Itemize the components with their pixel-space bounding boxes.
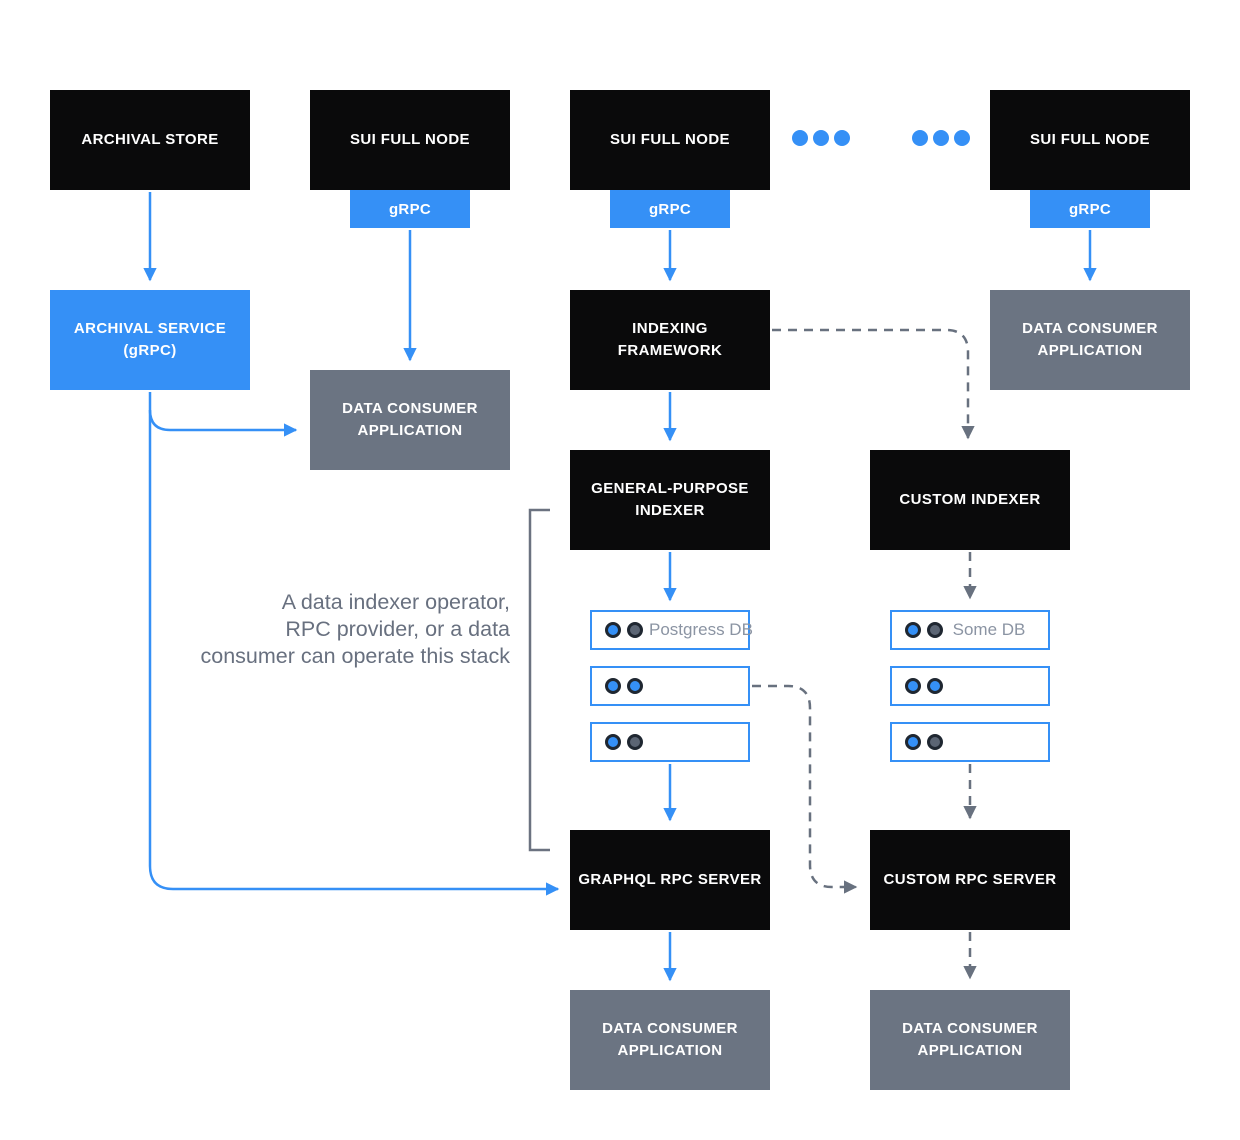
- db-dot: [905, 734, 921, 750]
- node-label: DATA CONSUMER APPLICATION: [602, 1020, 738, 1059]
- arrow-archival-service-to-graphql-server: [148, 392, 560, 896]
- ellipsis-dot: [813, 130, 829, 146]
- node-sui-full-node-2: SUI FULL NODE: [570, 90, 770, 190]
- node-label: ARCHIVAL SERVICE (gRPC): [73, 320, 227, 359]
- node-label: GENERAL-PURPOSE INDEXER: [591, 480, 749, 519]
- node-data-consumer-bottom-right: DATA CONSUMER APPLICATION: [870, 990, 1070, 1090]
- node-general-purpose-indexer: GENERAL-PURPOSE INDEXER: [570, 450, 770, 550]
- node-label: DATA CONSUMER APPLICATION: [342, 400, 478, 439]
- db-dot: [627, 678, 643, 694]
- node-label: SUI FULL NODE: [350, 131, 470, 149]
- ellipsis-dot: [792, 130, 808, 146]
- ellipsis-dot: [954, 130, 970, 146]
- node-graphql-rpc-server: GRAPHQL RPC SERVER: [570, 830, 770, 930]
- db-dot: [927, 734, 943, 750]
- ellipsis-dot: [912, 130, 928, 146]
- ellipsis-dot: [834, 130, 850, 146]
- node-data-consumer-right: DATA CONSUMER APPLICATION: [990, 290, 1190, 390]
- db-box-middle-3: [590, 722, 750, 762]
- db-dot: [605, 734, 621, 750]
- db-dot: [605, 678, 621, 694]
- annotation-line: RPC provider, or a data: [285, 617, 510, 641]
- stack-annotation: A data indexer operator, RPC provider, o…: [168, 589, 510, 670]
- node-sui-full-node-1: SUI FULL NODE: [310, 90, 510, 190]
- db-label: Some DB: [952, 620, 1026, 639]
- node-label: CUSTOM INDEXER: [899, 491, 1041, 509]
- node-label: SUI FULL NODE: [610, 131, 730, 149]
- node-label: DATA CONSUMER APPLICATION: [1022, 320, 1158, 359]
- db-dot: [927, 622, 943, 638]
- db-box-postgress: Postgress DB: [590, 610, 753, 650]
- stack-bracket: [528, 508, 550, 852]
- node-label: ARCHIVAL STORE: [81, 131, 219, 149]
- ellipsis-dot: [933, 130, 949, 146]
- db-box-middle-2: [590, 666, 750, 706]
- db-dot: [605, 622, 621, 638]
- node-archival-service: ARCHIVAL SERVICE (gRPC): [50, 290, 250, 390]
- grpc-label: gRPC: [648, 200, 692, 218]
- node-custom-rpc-server: CUSTOM RPC SERVER: [870, 830, 1070, 930]
- db-box-right-3: [890, 722, 1050, 762]
- db-label: Postgress DB: [649, 620, 753, 639]
- annotation-line: A data indexer operator,: [281, 590, 510, 614]
- node-label: DATA CONSUMER APPLICATION: [902, 1020, 1038, 1059]
- db-dot: [927, 678, 943, 694]
- node-label: GRAPHQL RPC SERVER: [578, 871, 762, 889]
- node-data-consumer-bottom-mid: DATA CONSUMER APPLICATION: [570, 990, 770, 1090]
- db-dot: [627, 622, 643, 638]
- dashed-arrow-db-to-custom-rpc-server-side: [752, 684, 858, 894]
- node-custom-indexer: CUSTOM INDEXER: [870, 450, 1070, 550]
- db-dot: [905, 622, 921, 638]
- db-dot: [905, 678, 921, 694]
- node-sui-full-node-3: SUI FULL NODE: [990, 90, 1190, 190]
- node-label: INDEXING FRAMEWORK: [617, 320, 723, 359]
- dashed-arrow-indexing-framework-to-custom-indexer: [772, 328, 975, 440]
- annotation-line: consumer can operate this stack: [200, 644, 510, 668]
- node-label: SUI FULL NODE: [1030, 131, 1150, 149]
- grpc-tag-1: gRPC: [350, 190, 470, 228]
- node-label: CUSTOM RPC SERVER: [883, 871, 1057, 889]
- node-archival-store: ARCHIVAL STORE: [50, 90, 250, 190]
- db-box-right-2: [890, 666, 1050, 706]
- arrow-archival-service-to-data-consumer: [148, 409, 298, 437]
- grpc-label: gRPC: [388, 200, 432, 218]
- grpc-label: gRPC: [1068, 200, 1112, 218]
- node-data-consumer-left: DATA CONSUMER APPLICATION: [310, 370, 510, 470]
- node-indexing-framework: INDEXING FRAMEWORK: [570, 290, 770, 390]
- db-box-some-db: Some DB: [890, 610, 1050, 650]
- db-dot: [627, 734, 643, 750]
- grpc-tag-2: gRPC: [610, 190, 730, 228]
- grpc-tag-3: gRPC: [1030, 190, 1150, 228]
